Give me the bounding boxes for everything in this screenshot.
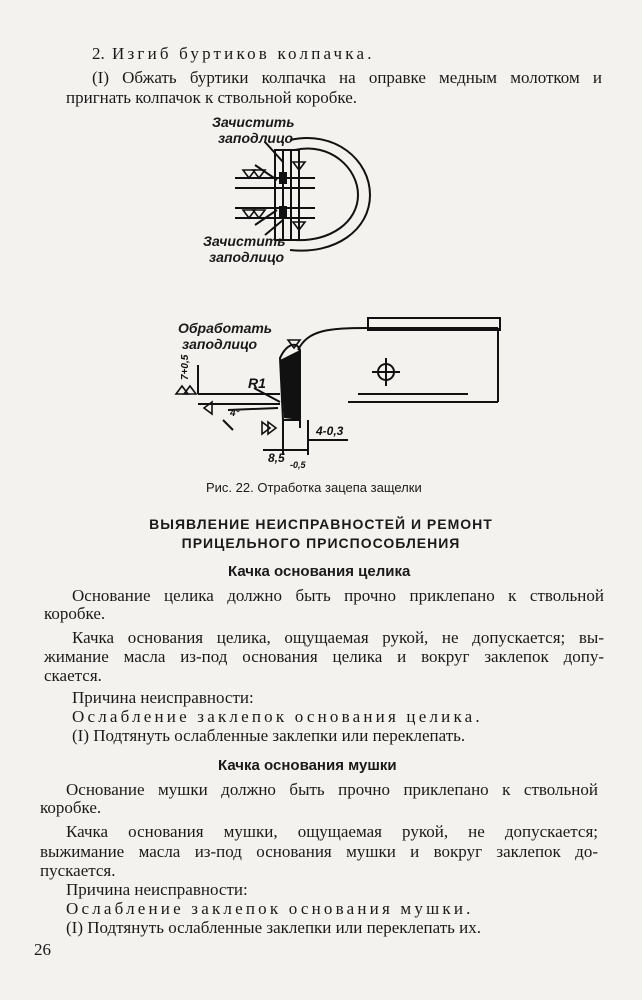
sub1-cause-label: Причина неисправности:: [72, 688, 254, 707]
figure-top-label-lower: Зачистить заподлицо: [203, 233, 286, 265]
page-number: 26: [34, 940, 51, 959]
dim-85: 8,5: [268, 451, 285, 465]
figure-top-label-upper: Зачистить заподлицо: [212, 114, 295, 146]
item-number: 2.: [92, 44, 105, 63]
sub2-p2-line1: Качка основания мушки, ощущаемая рукой, …: [66, 822, 598, 841]
dim-r: R1: [248, 375, 266, 391]
figure-caption: Рис. 22. Отработка зацепа защелки: [206, 480, 422, 495]
sub2-p1-line1: Основание мушки должно быть прочно прикл…: [66, 780, 598, 799]
sub2-cause-label: Причина неисправности:: [66, 880, 248, 899]
section-heading-line2: ПРИЦЕЛЬНОГО ПРИСПОСОБЛЕНИЯ: [181, 535, 461, 551]
sub2-p2-line3: пускается.: [40, 861, 116, 880]
dim-85-tol: -0,5: [290, 460, 307, 470]
subsection2-title: Качка основания мушки: [218, 757, 397, 774]
item-step-line1: (I) Обжать буртики колпачка на оправке м…: [92, 68, 602, 87]
sub2-cause: Ослабление заклепок основания мушки.: [66, 899, 474, 918]
figure-bottom-label: Обработать заподлицо: [178, 320, 273, 352]
item-title: Изгиб буртиков колпачка.: [112, 44, 375, 63]
figure-latch-drawing: R1 7+0,5 4° 4-0,3 8,5 -0,5: [174, 317, 501, 470]
section-heading-line1: ВЫЯВЛЕНИЕ НЕИСПРАВНОСТЕЙ И РЕМОНТ: [149, 516, 493, 532]
sub1-p1-line1: Основание целика должно быть прочно прик…: [72, 586, 604, 605]
sub2-p2-line2: выжимание масла из-под основания мушки и…: [40, 842, 598, 861]
item-step-line2: пригнать колпачок к ствольной коробке.: [66, 88, 358, 107]
dim-vertical: 7+0,5: [180, 354, 191, 380]
sub1-p2-line3: скается.: [44, 666, 102, 685]
sub2-p1-line2: коробке.: [40, 798, 102, 817]
sub1-p2-line1: Качка основания целика, ощущаемая рукой,…: [72, 628, 604, 647]
sub1-cause: Ослабление заклепок основания целика.: [72, 707, 483, 726]
subsection1-title: Качка основания целика: [228, 563, 411, 580]
sub1-fix: (I) Подтянуть ослабленные заклепки или п…: [72, 726, 466, 745]
sub2-fix: (I) Подтянуть ослабленные заклепки или п…: [66, 918, 482, 937]
sub1-p2-line2: жимание масла из-под основания целика и …: [44, 647, 604, 666]
sub1-p1-line2: коробке.: [44, 604, 106, 623]
figure-cap-sketch: [235, 137, 372, 252]
dim-width: 4-0,3: [315, 424, 344, 438]
dim-angle: 4°: [229, 408, 241, 419]
